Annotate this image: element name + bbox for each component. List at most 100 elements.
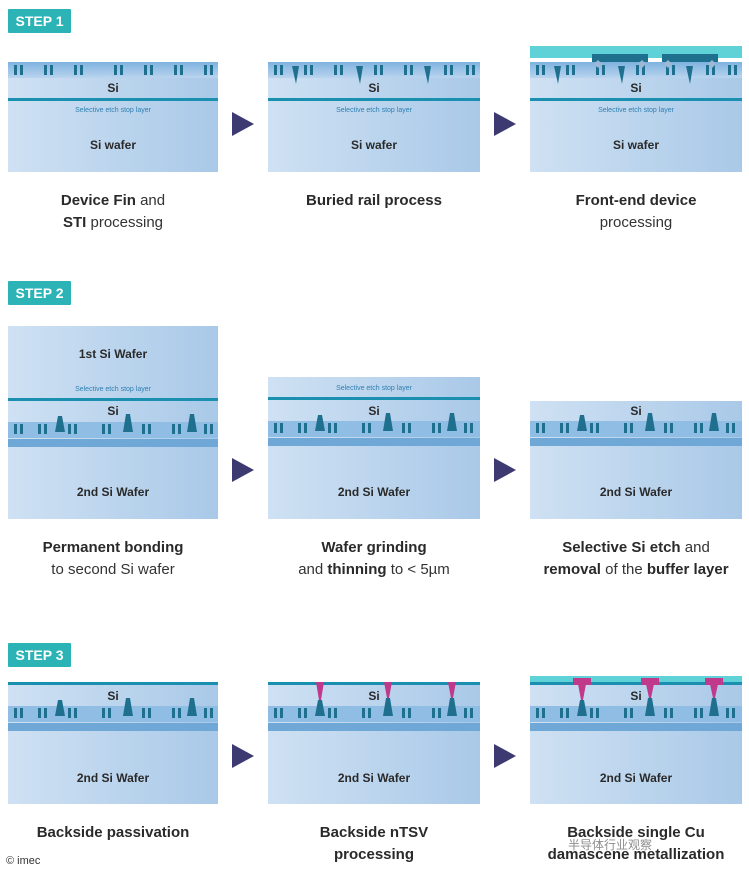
caption-line: Permanent bonding	[0, 537, 233, 559]
first-wafer-label: 1st Si Wafer	[79, 347, 148, 361]
caption-bold-text: damascene metallization	[547, 846, 725, 863]
caption-text: and	[298, 561, 328, 578]
step-1-badge: STEP 1	[8, 9, 71, 33]
step-3-badge: STEP 3	[8, 643, 71, 667]
caption-line: removal of the buffer layer	[516, 559, 749, 581]
caption-bold-text: Front-end device	[575, 192, 697, 209]
si-label: Si	[368, 81, 379, 95]
step3-caption-3: Backside single Cu damascene metallizatio…	[516, 822, 749, 866]
etch-stop-layer	[8, 98, 218, 101]
fin-pattern	[14, 65, 213, 75]
caption-bold-text: Buried rail process	[306, 192, 442, 209]
caption-line: processing	[254, 844, 494, 866]
si-label: Si	[630, 404, 641, 418]
caption-bold-text: Permanent bonding	[42, 539, 184, 556]
step3-panel3-diagram: Si 2nd Si Wafer	[530, 676, 742, 804]
step3-caption-2: Backside nTSV processing	[254, 822, 494, 866]
process-arrow	[232, 112, 254, 136]
imec-credit: © imec	[6, 855, 41, 867]
caption-bold-text: Selective Si etch	[562, 539, 681, 556]
step1-panel1-diagram: Si Selective etch stop layer Si wafer	[8, 62, 218, 172]
etch-stop-label: Selective etch stop layer	[75, 386, 152, 393]
si-wafer-label: Si wafer	[613, 138, 659, 152]
si-label: Si	[107, 81, 118, 95]
step2-panel2-diagram: Selective etch stop layer Si 2nd Si Wafe…	[268, 377, 480, 519]
step1-panel2-diagram: Si Selective etch stop layer Si wafer	[268, 62, 480, 172]
caption-line: Buried rail process	[254, 190, 494, 212]
caption-bold-text: Backside passivation	[36, 824, 190, 841]
etch-stop-label: Selective etch stop layer	[75, 107, 152, 114]
caption-line: to second Si wafer	[0, 559, 233, 581]
caption-line: damascene metallization	[516, 844, 749, 866]
second-wafer-label: 2nd Si Wafer	[600, 771, 673, 785]
second-wafer-label: 2nd Si Wafer	[600, 485, 673, 499]
process-arrow	[494, 112, 516, 136]
caption-bold-text: processing	[333, 846, 415, 863]
step3-caption-1: Backside passivation	[0, 822, 233, 844]
process-arrow	[232, 458, 254, 482]
caption-bold-text: Wafer grinding	[321, 539, 427, 556]
process-arrow	[494, 744, 516, 768]
step2-panel3-diagram: Si 2nd Si Wafer	[530, 401, 742, 519]
caption-bold-text: buffer layer	[646, 561, 729, 578]
si-label: Si	[107, 404, 118, 418]
passivation-layer	[8, 682, 218, 685]
caption-text: to < 5µm	[386, 561, 450, 578]
caption-line: Wafer grinding	[254, 537, 494, 559]
caption-bold-text: Backside nTSV	[319, 824, 429, 841]
caption-bold-text: STI	[62, 214, 87, 231]
second-wafer-label: 2nd Si Wafer	[338, 485, 411, 499]
caption-line: Device Fin and	[0, 190, 233, 212]
second-wafer-label: 2nd Si Wafer	[338, 771, 411, 785]
etch-stop-label: Selective etch stop layer	[336, 107, 413, 114]
step3-panel1-diagram: Si 2nd Si Wafer	[8, 682, 218, 804]
si-wafer-label: Si wafer	[90, 138, 136, 152]
caption-bold-text: thinning	[327, 561, 387, 578]
step3-panel2-diagram: Si 2nd Si Wafer	[268, 682, 480, 804]
caption-bold-text: Backside single Cu	[567, 824, 705, 841]
caption-line: Front-end device	[516, 190, 749, 212]
process-arrow	[494, 458, 516, 482]
caption-text: of the	[600, 561, 647, 578]
si-label: Si	[368, 404, 379, 418]
si-label: Si	[107, 689, 118, 703]
step1-caption-2: Buried rail process	[254, 190, 494, 212]
caption-line: and thinning to < 5µm	[254, 559, 494, 581]
caption-text: processing	[86, 214, 164, 231]
etch-stop-label: Selective etch stop layer	[336, 385, 413, 392]
step2-caption-1: Permanent bonding to second Si wafer	[0, 537, 233, 581]
etch-stop-label: Selective etch stop layer	[598, 107, 675, 114]
caption-text: and	[135, 192, 166, 209]
caption-line: Selective Si etch and	[516, 537, 749, 559]
fin-pattern	[536, 65, 737, 84]
process-arrow	[232, 744, 254, 768]
caption-text: processing	[599, 214, 673, 231]
si-label: Si	[630, 689, 641, 703]
si-wafer-label: Si wafer	[351, 138, 397, 152]
step1-panel3-diagram: Si Selective etch stop layer Si wafer	[530, 46, 742, 172]
fin-pattern	[274, 65, 475, 84]
caption-bold-text: removal	[543, 561, 601, 578]
caption-bold-text: Device Fin	[60, 192, 136, 209]
cu-metal-pads	[573, 678, 723, 700]
ntsv-vias	[316, 682, 456, 700]
step-2-badge: STEP 2	[8, 281, 71, 305]
caption-line: STI processing	[0, 212, 233, 234]
si-label: Si	[630, 81, 641, 95]
si-label: Si	[368, 689, 379, 703]
caption-text: to second Si wafer	[51, 561, 175, 578]
caption-line: Backside single Cu	[516, 822, 749, 844]
caption-text: and	[680, 539, 710, 556]
caption-line: processing	[516, 212, 749, 234]
step1-caption-3: Front-end device processing	[516, 190, 749, 234]
step2-panel1-diagram: 1st Si Wafer Selective etch stop layer S…	[8, 326, 218, 519]
backside-metal-layer	[530, 676, 742, 685]
caption-line: Backside nTSV	[254, 822, 494, 844]
caption-line: Backside passivation	[0, 822, 233, 844]
step2-caption-2: Wafer grinding and thinning to < 5µm	[254, 537, 494, 581]
second-wafer-label: 2nd Si Wafer	[77, 485, 150, 499]
second-wafer-label: 2nd Si Wafer	[77, 771, 150, 785]
watermark: 半导体行业观察	[568, 838, 653, 852]
